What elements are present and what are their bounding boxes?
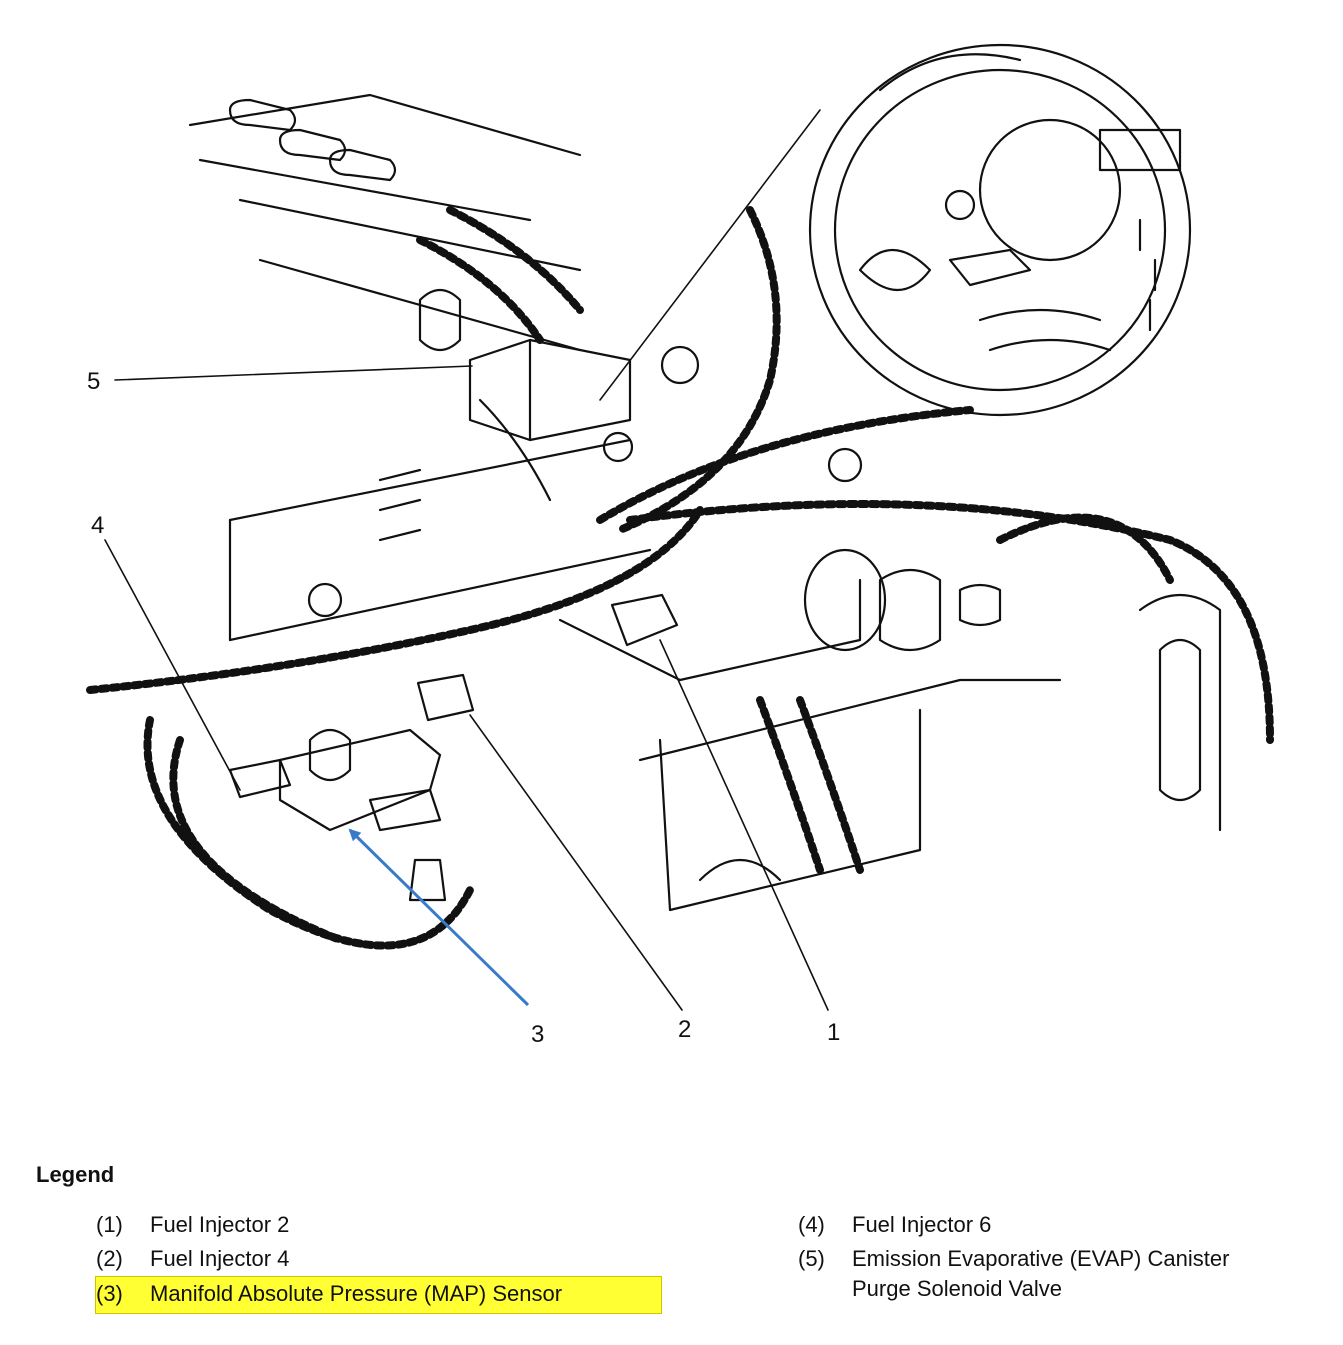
- legend-item-3-highlighted: (3) Manifold Absolute Pressure (MAP) Sens…: [95, 1276, 662, 1314]
- engine-diagram: 1 2 3 4 5: [86, 43, 1274, 1048]
- leader-line-5b: [599, 109, 821, 401]
- intake-manifold: [188, 93, 863, 642]
- legend-number: (1): [96, 1212, 123, 1237]
- leader-line-1: [659, 639, 829, 1011]
- legend-text: Fuel Injector 2: [150, 1212, 290, 1237]
- legend-text: Fuel Injector 4: [150, 1246, 290, 1271]
- callout-2: 2: [678, 1016, 691, 1043]
- legend-item-1: (1) Fuel Injector 2: [96, 1210, 289, 1240]
- engine-block: [558, 548, 1222, 912]
- leader-lines: [104, 109, 829, 1011]
- map-sensor: [278, 728, 447, 902]
- connector-injector-6: [228, 758, 292, 799]
- callout-4: 4: [91, 512, 104, 539]
- legend-number: (5): [798, 1246, 825, 1271]
- legend-number: (4): [798, 1212, 825, 1237]
- legend-text: Manifold Absolute Pressure (MAP) Sensor: [150, 1281, 563, 1306]
- callout-3: 3: [531, 1021, 544, 1048]
- legend-title: Legend: [36, 1162, 115, 1187]
- leader-line-2: [469, 714, 683, 1011]
- connector-injector-4: [416, 673, 475, 722]
- wiring-harness: [86, 206, 1274, 950]
- callout-1: 1: [827, 1019, 840, 1046]
- connector-drawings: [418, 248, 1032, 627]
- legend-item-5: (5) Emission Evaporative (EVAP) Canister …: [798, 1244, 1229, 1304]
- leader-line-5: [114, 365, 473, 381]
- legend-number: (3): [96, 1281, 123, 1306]
- leader-line-4: [104, 539, 241, 791]
- legend-number: (2): [96, 1246, 123, 1271]
- legend-item-4: (4) Fuel Injector 6: [798, 1210, 991, 1240]
- map-sensor-arrow: [348, 828, 530, 1007]
- connector-injector-2: [610, 593, 679, 647]
- callout-5: 5: [87, 368, 100, 395]
- legend-item-2: (2) Fuel Injector 4: [96, 1244, 289, 1274]
- evap-solenoid: [468, 338, 700, 502]
- legend-text: Fuel Injector 6: [852, 1212, 992, 1237]
- alternator: [808, 43, 1192, 417]
- legend-text: Emission Evaporative (EVAP) Canister Pur…: [852, 1246, 1230, 1301]
